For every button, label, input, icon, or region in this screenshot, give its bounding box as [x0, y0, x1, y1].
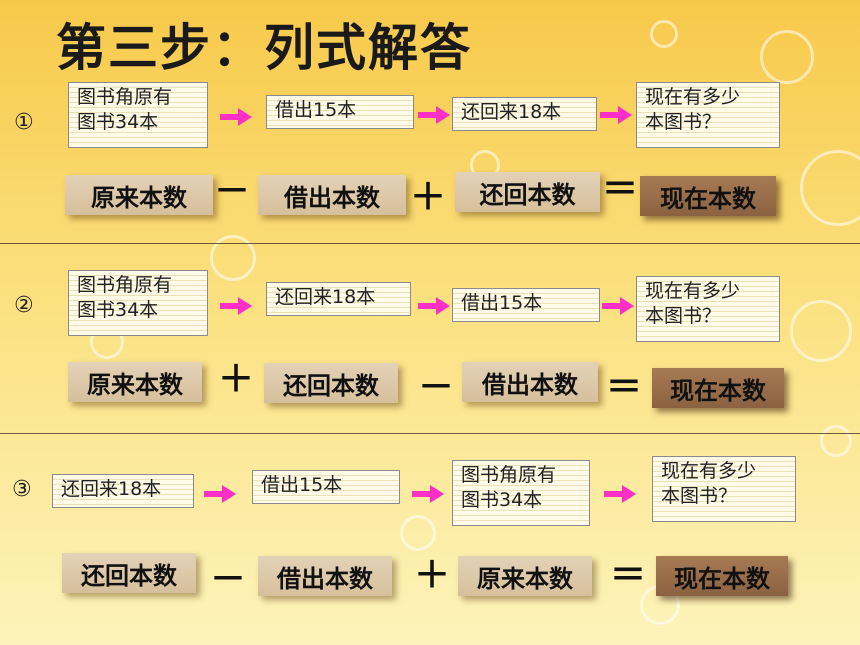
operator-minus: － — [418, 367, 455, 408]
arrow-right-icon — [604, 485, 636, 503]
section-number: ② — [14, 293, 34, 318]
info-box-returned: 还回来18本 — [266, 282, 411, 316]
term-borrowed: 借出本数 — [462, 362, 598, 402]
section-divider — [0, 433, 860, 434]
decor-bubble — [400, 515, 436, 551]
section-number: ① — [14, 110, 34, 135]
section-divider — [0, 243, 860, 244]
decor-bubble — [210, 235, 256, 281]
term-returned: 还回本数 — [264, 363, 398, 403]
section-number: ③ — [12, 477, 32, 502]
arrow-right-icon — [204, 485, 236, 503]
term-original: 原来本数 — [68, 362, 202, 402]
operator-equals: ＝ — [610, 555, 647, 596]
info-box-question: 现在有多少 本图书？ — [636, 82, 780, 148]
term-original: 原来本数 — [458, 556, 592, 596]
arrow-right-icon — [418, 297, 450, 315]
term-result: 现在本数 — [652, 368, 784, 408]
page-title: 第三步：列式解答 — [56, 19, 472, 77]
info-box-returned: 还回来18本 — [52, 474, 194, 508]
arrow-right-icon — [412, 485, 444, 503]
term-original: 原来本数 — [65, 175, 213, 215]
info-box-original-books: 图书角原有 图书34本 — [68, 270, 208, 336]
term-result: 现在本数 — [640, 176, 776, 216]
info-box-borrowed: 借出15本 — [252, 470, 400, 504]
arrow-right-icon — [220, 297, 252, 315]
operator-minus: － — [214, 171, 251, 212]
decor-bubble — [800, 150, 860, 226]
operator-equals: ＝ — [606, 367, 643, 408]
info-box-original-books: 图书角原有 图书34本 — [452, 460, 590, 526]
info-box-borrowed: 借出15本 — [266, 95, 414, 129]
operator-minus: － — [210, 559, 247, 600]
info-box-question: 现在有多少 本图书？ — [652, 456, 796, 522]
operator-plus: ＋ — [414, 555, 451, 596]
info-box-question: 现在有多少 本图书？ — [636, 276, 780, 342]
term-borrowed: 借出本数 — [258, 175, 406, 215]
info-box-borrowed: 借出15本 — [452, 288, 600, 322]
term-returned: 还回本数 — [62, 553, 196, 593]
decor-bubble — [650, 20, 678, 48]
term-borrowed: 借出本数 — [258, 556, 392, 596]
operator-plus: ＋ — [218, 359, 255, 400]
decor-bubble — [760, 30, 814, 84]
decor-bubble — [790, 300, 852, 362]
arrow-right-icon — [418, 106, 450, 124]
operator-plus: ＋ — [410, 177, 447, 218]
term-returned: 还回本数 — [455, 172, 600, 212]
arrow-right-icon — [600, 106, 632, 124]
info-box-original-books: 图书角原有 图书34本 — [68, 82, 208, 148]
operator-equals: ＝ — [602, 169, 639, 210]
decor-bubble — [820, 425, 852, 457]
info-box-returned: 还回来18本 — [452, 97, 597, 131]
term-result: 现在本数 — [656, 556, 788, 596]
arrow-right-icon — [220, 108, 252, 126]
arrow-right-icon — [602, 297, 634, 315]
